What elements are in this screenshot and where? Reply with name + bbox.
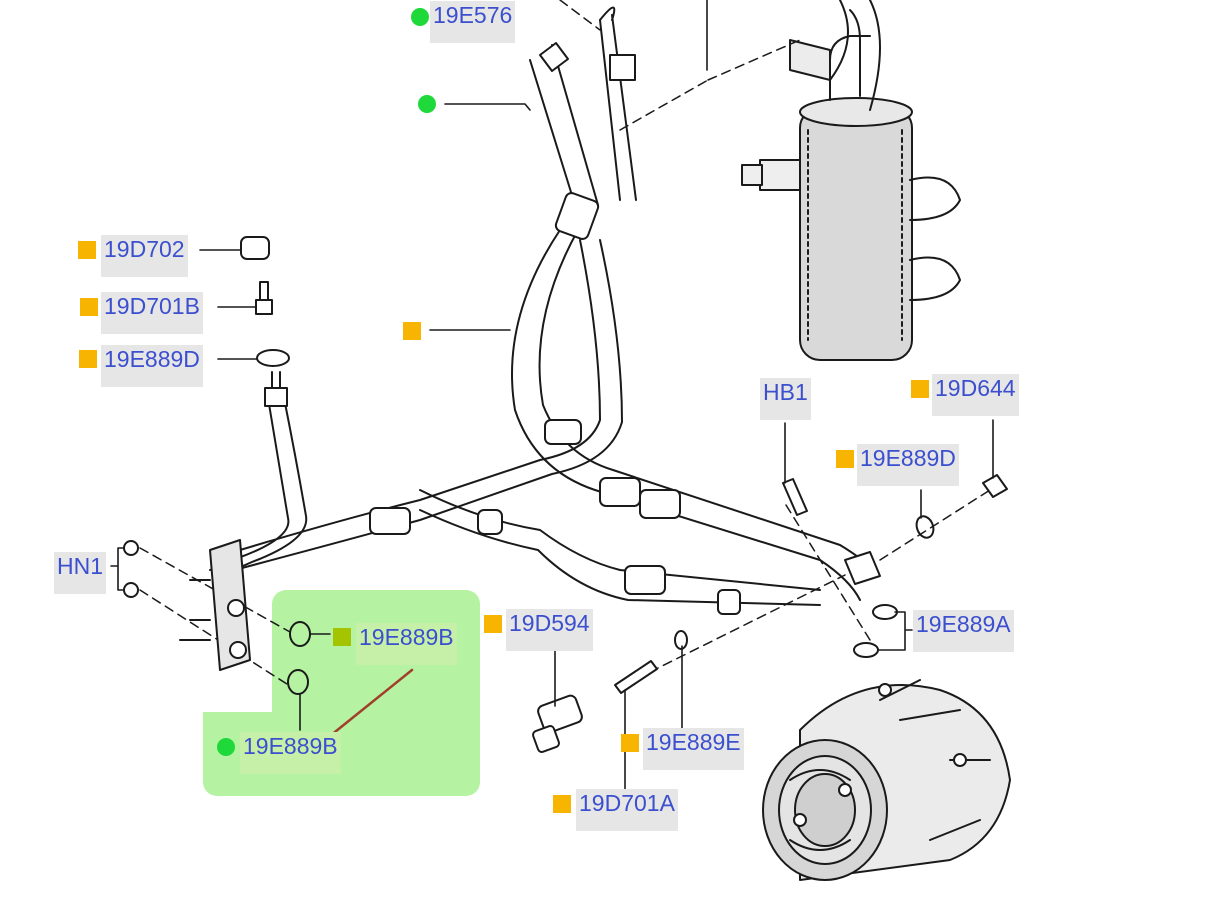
callout-19e889e[interactable]: 19E889E (643, 728, 744, 770)
orange-square-marker-icon[interactable] (79, 350, 97, 368)
orange-square-marker-icon[interactable] (911, 380, 929, 398)
green-dot-marker-icon[interactable] (217, 738, 235, 756)
orange-square-marker-icon[interactable] (484, 615, 502, 633)
callout-19d702[interactable]: 19D702 (101, 235, 188, 277)
callout-19d701b[interactable]: 19D701B (101, 292, 203, 334)
callout-19d594[interactable]: 19D594 (506, 609, 593, 651)
callout-19e889b-top[interactable]: 19E889B (356, 623, 457, 665)
callout-19e889a[interactable]: 19E889A (913, 610, 1014, 652)
olive-square-marker-icon[interactable] (333, 628, 351, 646)
orange-square-marker-icon[interactable] (553, 795, 571, 813)
orange-square-marker-icon[interactable] (403, 322, 421, 340)
callout-hb1[interactable]: HB1 (760, 378, 811, 420)
active-leader-line (318, 668, 414, 746)
callout-19e889d-right[interactable]: 19E889D (857, 444, 959, 486)
callout-19d644[interactable]: 19D644 (932, 374, 1019, 416)
callout-hn1[interactable]: HN1 (54, 552, 107, 594)
callout-19e576[interactable]: 19E576 (430, 1, 516, 43)
left-manifold-block (179, 539, 251, 671)
accumulator-drier (741, 0, 961, 361)
callout-19e889d-left[interactable]: 19E889D (101, 345, 203, 387)
orange-square-marker-icon[interactable] (621, 734, 639, 752)
callout-19e889b-bottom[interactable]: 19E889B (240, 732, 341, 774)
ac-compressor (762, 679, 1011, 881)
main-hose-assembly (239, 6, 879, 606)
green-dot-marker-icon[interactable] (418, 95, 436, 113)
orange-square-marker-icon[interactable] (80, 298, 98, 316)
callout-19d701a[interactable]: 19D701A (576, 789, 678, 831)
left-hose (209, 371, 308, 576)
green-dot-marker-icon[interactable] (411, 8, 429, 26)
orange-square-marker-icon[interactable] (78, 241, 96, 259)
orange-square-marker-icon[interactable] (836, 450, 854, 468)
